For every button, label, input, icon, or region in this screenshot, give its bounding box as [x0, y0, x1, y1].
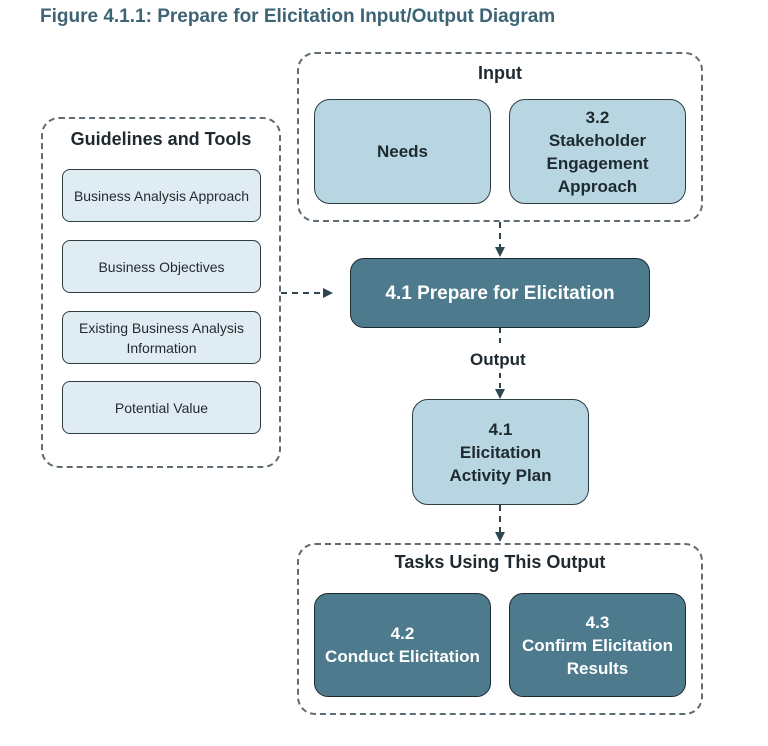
- output-item-line: Activity Plan: [449, 465, 552, 485]
- task-item-line: 4.2: [390, 624, 415, 643]
- task-label: 4.1 Prepare for Elicitation: [385, 282, 615, 304]
- task-item-line: Results: [566, 658, 629, 678]
- guideline-item-line: Business Analysis Approach: [73, 187, 250, 204]
- guideline-item-line: Existing Business Analysis: [79, 319, 244, 336]
- task-item-confirm-elicitation-results: 4.3 Confirm Elicitation Results: [509, 593, 686, 697]
- task-item-line: Confirm Elicitation: [521, 635, 674, 655]
- guideline-item-line: Information: [126, 339, 197, 356]
- guideline-item-business-analysis-approach: Business Analysis Approach: [62, 169, 261, 222]
- guideline-item-business-objectives: Business Objectives: [62, 240, 261, 293]
- input-group: Input: [297, 52, 703, 222]
- output-item-line: Elicitation: [459, 442, 542, 462]
- output-label: Output: [470, 350, 526, 369]
- input-item-needs: Needs: [314, 99, 491, 204]
- guideline-item-potential-value: Potential Value: [62, 381, 261, 434]
- input-item-line: Engagement: [546, 153, 649, 173]
- guideline-item-line: Business Objectives: [98, 258, 225, 275]
- output-item-line: 4.1: [488, 419, 513, 439]
- guideline-item-existing-information: Existing Business Analysis Information: [62, 311, 261, 364]
- tasks-using-output-title: Tasks Using This Output: [394, 552, 606, 572]
- guidelines-tools-group: Guidelines and Tools: [41, 117, 281, 468]
- input-item-line: Stakeholder: [548, 130, 647, 150]
- figure-title: Figure 4.1.1: Prepare for Elicitation In…: [40, 6, 556, 27]
- input-item-line: 3.2: [585, 107, 610, 127]
- guideline-item-line: Potential Value: [114, 399, 209, 416]
- task-item-line: Conduct Elicitation: [325, 647, 480, 666]
- input-item-line: Approach: [557, 176, 638, 196]
- guidelines-tools-title: Guidelines and Tools: [70, 129, 252, 149]
- tasks-using-output-group: Tasks Using This Output: [297, 543, 703, 715]
- task-item-conduct-elicitation: 4.2 Conduct Elicitation: [314, 593, 491, 697]
- task-item-line: 4.3: [585, 612, 610, 632]
- task-prepare-for-elicitation: 4.1 Prepare for Elicitation: [350, 258, 650, 328]
- input-title: Input: [478, 63, 522, 83]
- input-item-line: Needs: [376, 142, 429, 161]
- input-item-stakeholder-engagement-approach: 3.2 Stakeholder Engagement Approach: [509, 99, 686, 204]
- output-item-elicitation-activity-plan: 4.1 Elicitation Activity Plan: [412, 399, 589, 505]
